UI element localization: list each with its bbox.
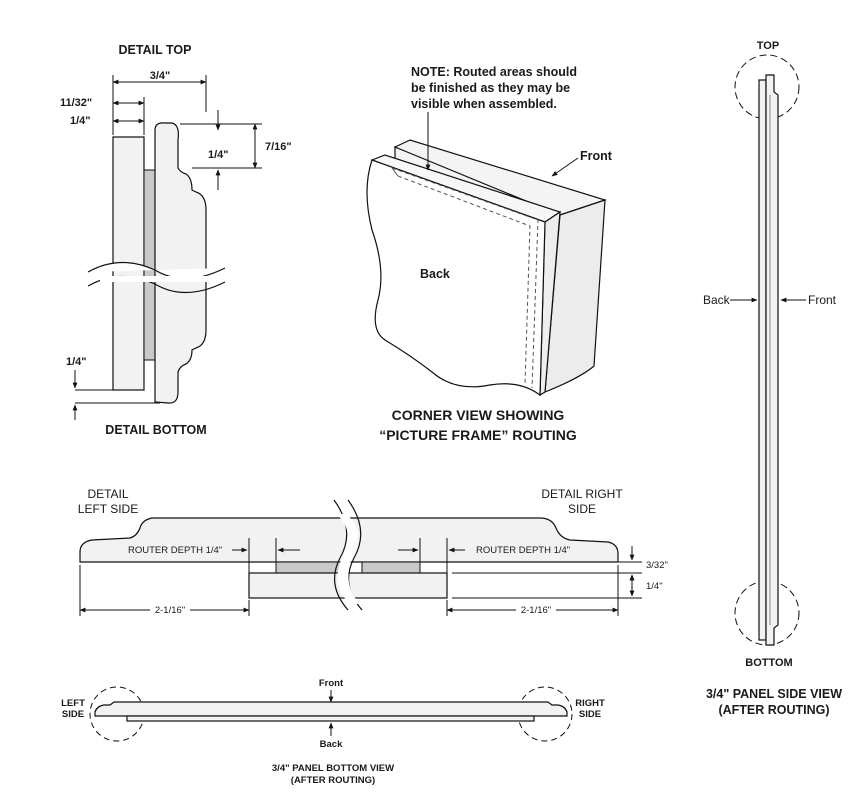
left-detail-2: LEFT SIDE [78,502,138,516]
detail-top-bottom: DETAIL TOP 3/4" 11/32" 1/4" 7/16" 1/4" [60,43,292,437]
bottom-front-board [94,701,568,717]
side-top-label: TOP [757,40,779,52]
dim-1-4: 1/4" [646,581,663,592]
bottom-right-2: SIDE [579,709,601,720]
side-front-label: Front [808,293,837,307]
corner-title-2: “PICTURE FRAME” ROUTING [379,427,577,443]
side-front-board [765,74,779,646]
bottom-right-1: RIGHT [575,698,605,709]
dim-7-16: 7/16" [265,141,292,153]
side-title-1: 3/4" PANEL SIDE VIEW [706,687,842,701]
bottom-back-label: Back [320,739,343,750]
detail-left-right: DETAIL LEFT SIDE DETAIL RIGHT SIDE ROUTE… [78,487,668,616]
back-label: Back [420,267,450,281]
detail-bottom-title: DETAIL BOTTOM [105,423,206,437]
dim-1-4-right: 1/4" [208,149,229,161]
note-line-1: NOTE: Routed areas should [411,65,577,79]
bottom-back-board [126,715,535,722]
dim-11-32: 11/32" [60,97,92,109]
panel-side-view: TOP Back Front BOTTOM 3/4" PANEL SIDE VI… [703,40,842,717]
dim-3-32: 3/32" [646,560,668,571]
bottom-title-2: (AFTER ROUTING) [291,775,375,786]
dim-left-width: 2-1/16" [155,605,185,616]
bottom-left-1: LEFT [61,698,85,709]
corner-title-1: CORNER VIEW SHOWING [392,407,565,423]
front-side-face [544,199,606,393]
corner-view: NOTE: Routed areas should be finished as… [366,65,613,443]
router-left: ROUTER DEPTH 1/4" [128,545,222,556]
side-title-2: (AFTER ROUTING) [718,703,829,717]
right-detail-2: SIDE [568,502,596,516]
detail-top-title: DETAIL TOP [119,43,192,57]
dim-1-4-top: 1/4" [70,115,91,127]
router-right: ROUTER DEPTH 1/4" [476,545,570,556]
lr-routed-right [361,561,421,574]
note-line-3: visible when assembled. [411,97,557,111]
bottom-left-2: SIDE [62,709,84,720]
front-profile [154,122,207,404]
left-detail-1: DETAIL [87,487,128,501]
front-label: Front [580,149,613,163]
side-back-label: Back [703,293,731,307]
side-bottom-label: BOTTOM [745,657,792,669]
dim-right-width: 2-1/16" [521,605,551,616]
dim-1-4-bottom: 1/4" [66,356,87,368]
bottom-front-label: Front [319,678,344,689]
right-detail-1: DETAIL RIGHT [541,487,623,501]
bottom-title-1: 3/4" PANEL BOTTOM VIEW [272,763,394,774]
side-back-board [758,79,767,641]
routed-strip [143,169,156,361]
note-line-2: be finished as they may be [411,81,570,95]
back-face [366,159,546,397]
lr-routed-left [275,561,342,574]
dim-3-4: 3/4" [150,70,171,82]
panel-bottom-view: Front Back LEFT SIDE RIGHT SIDE 3/4" PAN… [61,678,605,786]
